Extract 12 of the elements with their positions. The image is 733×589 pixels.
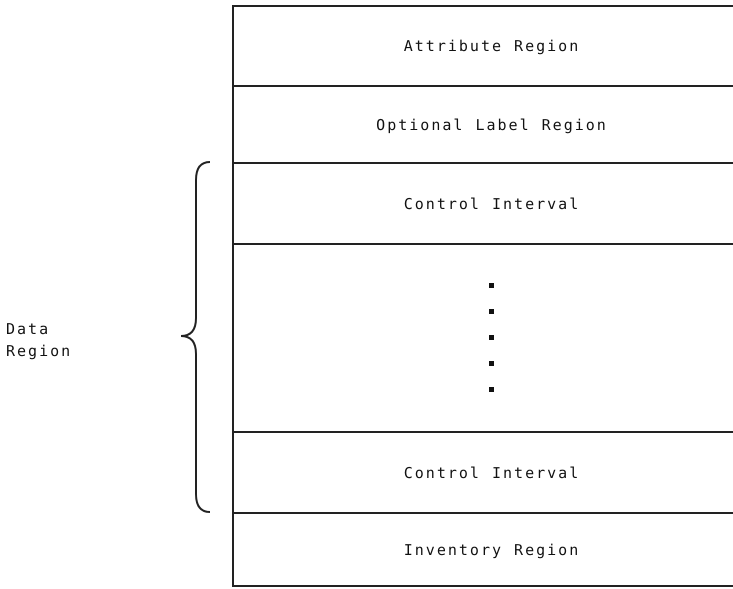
- region-label: Attribute Region: [404, 37, 580, 55]
- region-label: Optional Label Region: [376, 116, 608, 134]
- region-box: [232, 431, 733, 512]
- region-box: [232, 243, 733, 431]
- region-label: Control Interval: [404, 194, 580, 212]
- region-box: [232, 162, 733, 243]
- brace-label: Data Region: [6, 319, 74, 362]
- region-label: Inventory Region: [404, 540, 580, 558]
- region-box: [232, 512, 733, 587]
- region-label: Control Interval: [404, 464, 580, 482]
- region-box: [232, 5, 733, 85]
- region-box: [232, 85, 733, 162]
